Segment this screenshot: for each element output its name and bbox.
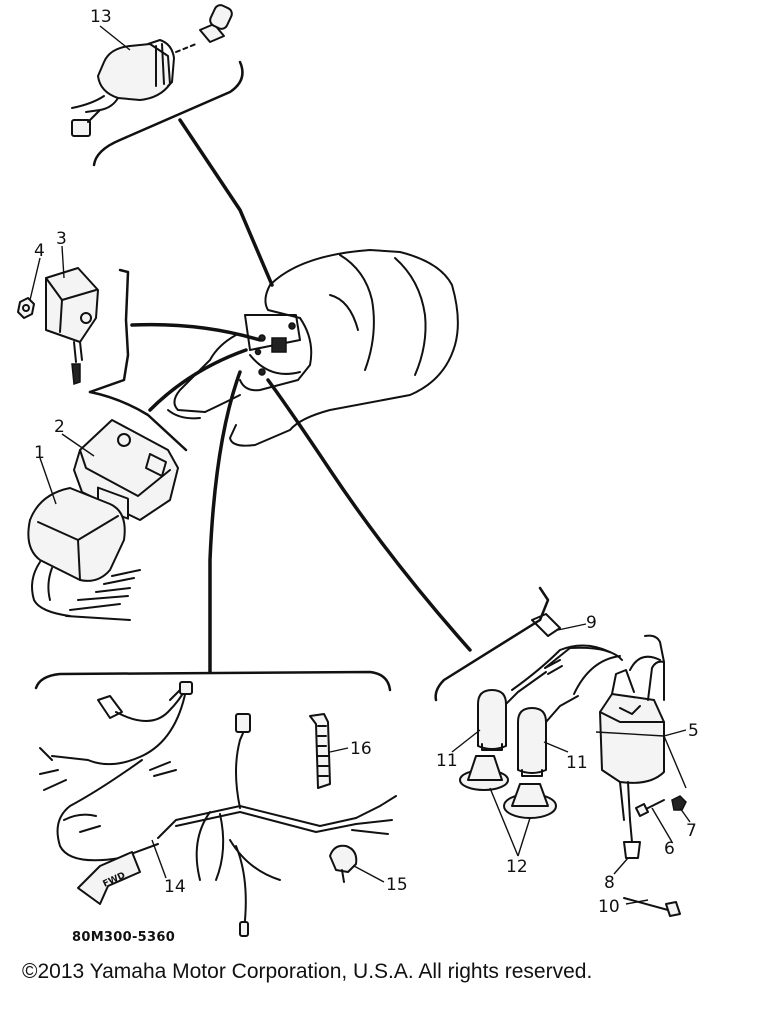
- callout-7: 7: [686, 821, 697, 841]
- callout-1: 1: [34, 443, 45, 463]
- band-part-16: [309, 713, 331, 789]
- plug-covers-part-12: [459, 755, 557, 819]
- callout-15: 15: [386, 875, 408, 895]
- wire-harness-part-14: FWD: [34, 670, 397, 937]
- cdi-unit-part-1-2: [27, 390, 188, 621]
- callout-8: 8: [604, 873, 615, 893]
- copyright-notice: ©2013 Yamaha Motor Corporation, U.S.A. A…: [22, 960, 593, 983]
- main-switch-part-13: [71, 4, 244, 167]
- callout-2: 2: [54, 417, 65, 437]
- callout-5: 5: [688, 721, 699, 741]
- callout-13: 13: [90, 7, 112, 27]
- callout-10: 10: [598, 897, 620, 917]
- callout-6: 6: [664, 839, 675, 859]
- ignition-coil-part-5: [434, 586, 665, 859]
- small-parts-6-7-10: [623, 795, 687, 917]
- callout-11-right: 11: [566, 753, 588, 773]
- callout-14: 14: [164, 877, 186, 897]
- rectifier-part-3: [17, 267, 130, 394]
- callout-16: 16: [350, 739, 372, 759]
- callout-labels: 13 4 3 2 1 9 5 11 11 7 6 12 8 10 16 14 1…: [34, 7, 699, 917]
- clamp-part-15: [329, 844, 358, 883]
- leader-lines: [29, 25, 691, 905]
- snowmobile-body: [167, 249, 459, 447]
- plug-caps-part-11: [477, 671, 579, 777]
- reference-code: 80M300-5360: [72, 930, 176, 945]
- callout-12: 12: [506, 857, 528, 877]
- callout-4: 4: [34, 241, 45, 261]
- callout-3: 3: [56, 229, 67, 249]
- callout-11-left: 11: [436, 751, 458, 771]
- callout-9: 9: [586, 613, 597, 633]
- connector-lines: [130, 118, 472, 674]
